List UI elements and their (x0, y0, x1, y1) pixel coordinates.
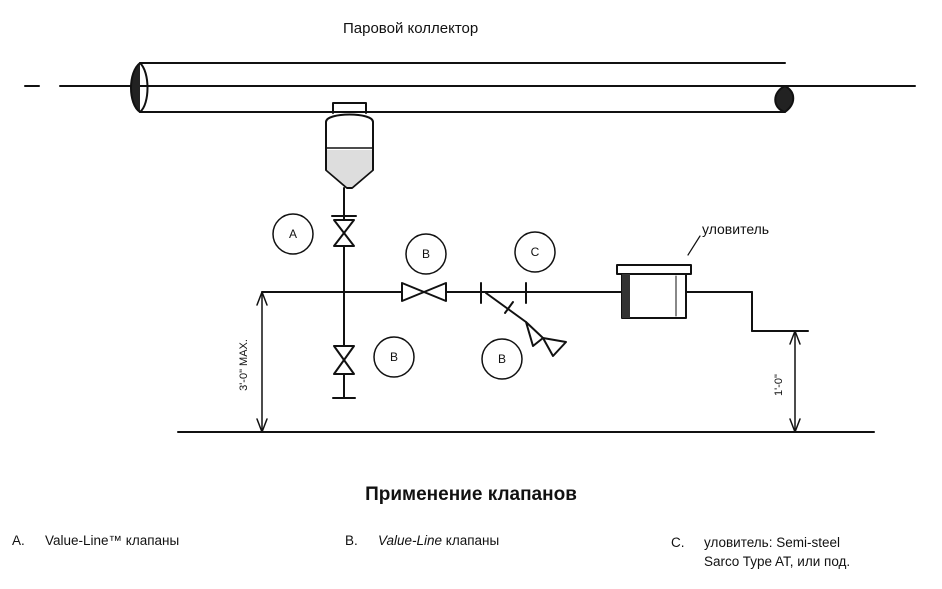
circle-a (272, 213, 314, 255)
diagram-caption: Применение клапанов (365, 484, 577, 505)
legend-c-line1: уловитель: Semi-steel (704, 535, 840, 550)
legend-a-text: Value-Line™ клапаны (45, 533, 180, 548)
valve-b-angled (485, 292, 567, 357)
circle-c-label: C (531, 245, 540, 259)
circle-b-top-label: B (422, 247, 430, 261)
legend-c-line2: Sarco Type AT, или под. (704, 554, 851, 569)
circle-b-top (405, 233, 447, 275)
dimension-left-text: 3'-0" MAX. (238, 339, 250, 391)
steam-header-label: Паровой коллектор (343, 20, 479, 37)
steam-trap (616, 235, 809, 332)
circle-c (514, 231, 556, 273)
drip-pocket (325, 102, 374, 213)
legend-c: C. уловитель: Semi-steel Sarco Type AT, и… (671, 533, 850, 571)
dimension-right (789, 330, 801, 433)
circle-b-left-label: B (390, 350, 398, 364)
circle-b-left (373, 336, 415, 378)
legend-b-text: клапаны (442, 533, 500, 548)
circle-b-right (481, 338, 523, 380)
legend-a-letter: A. (12, 533, 25, 548)
trap-label: уловитель (702, 221, 770, 237)
valve-b-vertical (332, 345, 356, 399)
circle-b-right-label: B (498, 352, 506, 366)
circle-a-label: A (289, 227, 297, 241)
dimension-right-text: 1'-0" (773, 374, 785, 396)
legend-b-letter: B. (345, 533, 358, 548)
steam-header-pipe (24, 62, 916, 113)
legend-b-italic: Value-Line (378, 533, 443, 548)
dimension-left (256, 291, 268, 433)
legend-c-letter: C. (671, 535, 685, 550)
valve-a (331, 211, 357, 247)
condensate-line (261, 282, 623, 304)
legend-a: A. Value-Line™ клапаны (12, 533, 179, 548)
legend-b: B. Value-Line клапаны (345, 533, 499, 548)
